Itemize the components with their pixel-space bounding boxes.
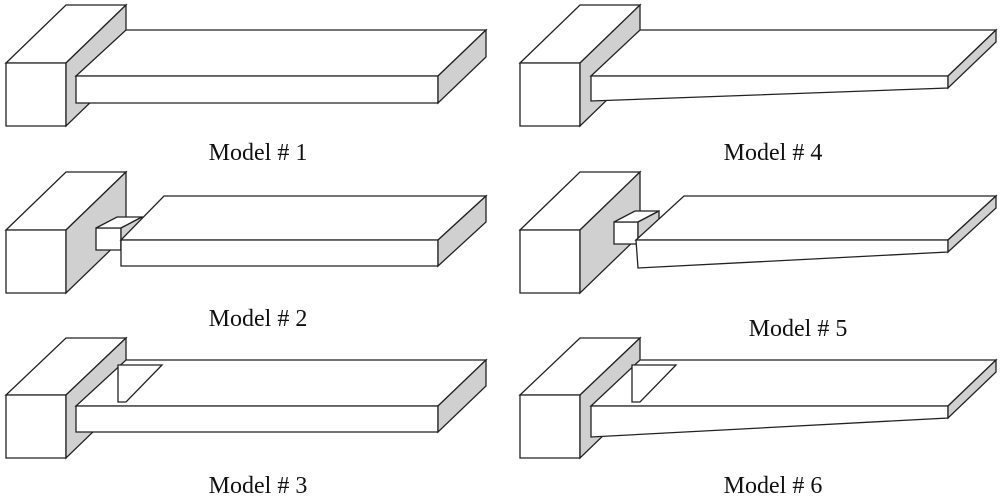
model-1-block-front xyxy=(5,62,67,127)
model-4-beam-end xyxy=(947,28,997,90)
model-2-caption: Model # 2 xyxy=(209,306,308,332)
model-5-caption: Model # 5 xyxy=(749,316,848,342)
model-2-drawing xyxy=(4,170,488,295)
model-2-beam-front xyxy=(120,239,439,267)
model-5-beam-front xyxy=(635,239,949,269)
model-3-block-front xyxy=(5,394,67,459)
model-2-block-front xyxy=(5,229,67,294)
model-1-beam-top xyxy=(74,29,488,77)
model-3-beam-end xyxy=(437,358,487,434)
model-1-beam-end xyxy=(437,28,487,105)
model-6-beam-front xyxy=(590,405,949,438)
model-4-beam-front xyxy=(590,75,949,102)
model-6-drawing xyxy=(518,336,998,460)
model-2-notch-front xyxy=(95,227,122,251)
model-1-beam-front xyxy=(75,75,439,104)
model-2-beam-end xyxy=(437,194,487,268)
model-3-beam-front xyxy=(75,405,439,433)
model-5-beam-end xyxy=(947,194,997,254)
model-4-drawing xyxy=(518,3,998,128)
model-5-beam-top xyxy=(634,195,998,241)
model-4-caption: Model # 4 xyxy=(724,140,823,166)
model-6-beam-end xyxy=(947,358,997,420)
model-4-beam-top xyxy=(589,29,998,77)
model-6-caption: Model # 6 xyxy=(724,473,823,499)
model-3-notch-front xyxy=(117,364,164,403)
model-1-drawing xyxy=(4,3,488,128)
model-6-block-front xyxy=(519,394,581,459)
model-4-block-front xyxy=(519,62,581,127)
model-2-beam-top xyxy=(119,195,488,241)
model-1-caption: Model # 1 xyxy=(209,140,308,166)
model-5-block-front xyxy=(519,229,581,294)
model-3-drawing xyxy=(4,336,488,460)
model-5-drawing xyxy=(518,170,998,295)
model-3-caption: Model # 3 xyxy=(209,473,308,499)
model-5-notch-front xyxy=(613,221,639,245)
model-6-notch-front xyxy=(631,364,678,403)
